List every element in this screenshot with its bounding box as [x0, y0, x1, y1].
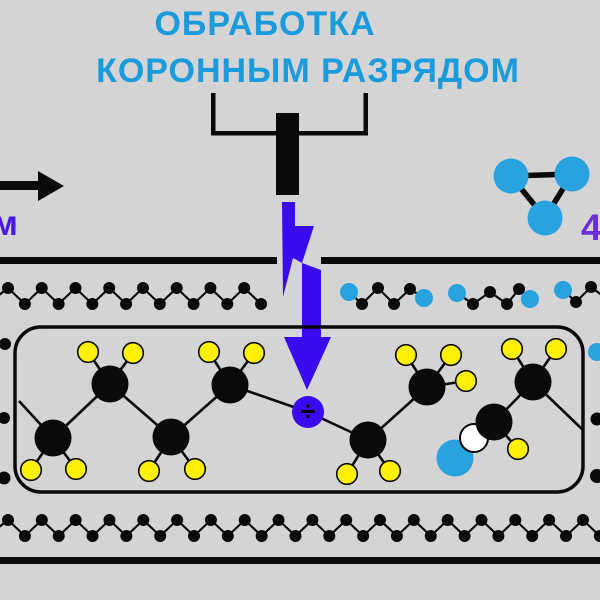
chain-scission-circle	[292, 396, 324, 428]
oxidized-chain-segment	[448, 283, 539, 310]
chain-scission-symbol: ÷	[300, 396, 316, 426]
top-polymer-chain	[0, 282, 268, 310]
page-title-line2: КОРОННЫМ РАЗРЯДОМ	[96, 52, 520, 90]
electrode	[276, 113, 299, 195]
left-edge-label: м	[0, 204, 18, 243]
carbon-atoms	[34, 363, 552, 459]
ozone-label-fragment: 4	[581, 207, 600, 248]
film-direction-arrow-icon	[0, 171, 64, 201]
page-title-line1: ОБРАБОТКА	[154, 5, 376, 43]
ozone-molecule	[493, 156, 590, 236]
oxidized-chain-segment	[554, 281, 600, 308]
film-boundary-lines	[0, 257, 600, 564]
oxidized-chain-segment	[340, 282, 433, 310]
bottom-polymer-chain	[0, 514, 600, 542]
hydrogen-atoms	[19, 337, 568, 486]
magnified-view-box	[13, 325, 585, 494]
lightning-bolt-icon	[282, 202, 331, 390]
edge-chain-dots	[0, 338, 600, 485]
